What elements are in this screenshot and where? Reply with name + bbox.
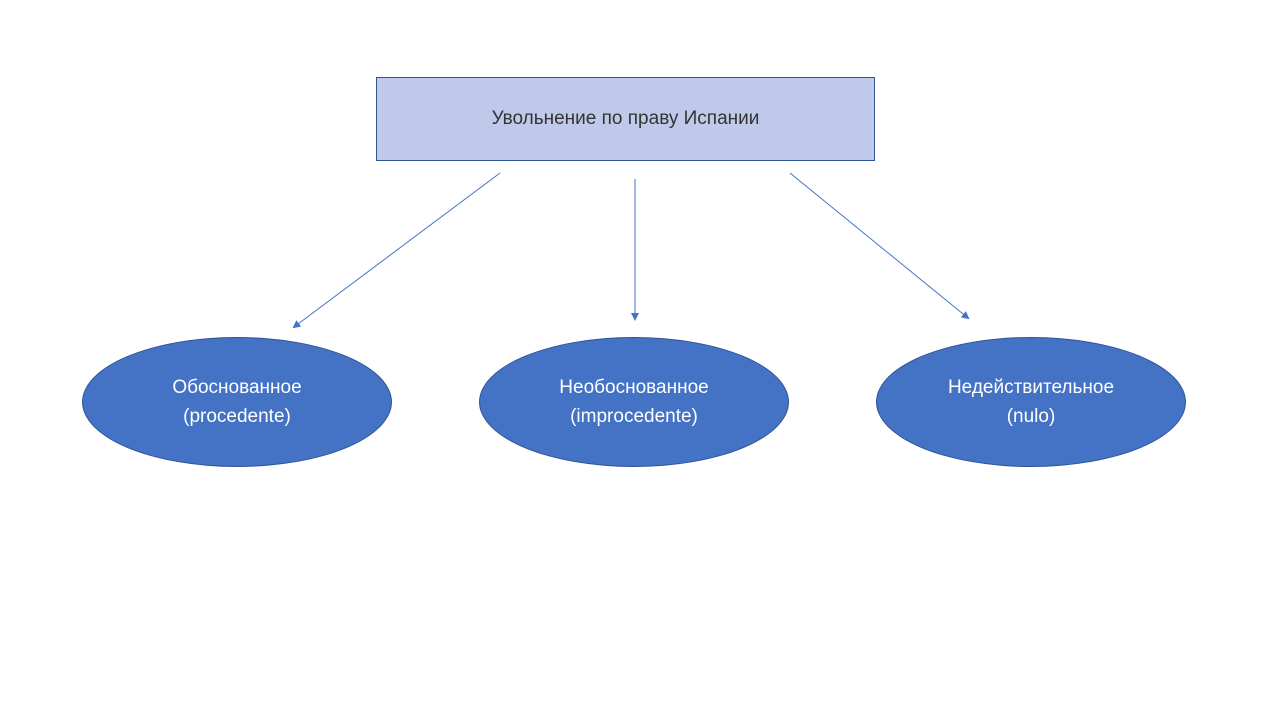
node-procedente: Обоснованное (procedente): [82, 337, 392, 467]
root-node-label: Увольнение по праву Испании: [491, 108, 760, 129]
node-sublabel: (procedente): [183, 406, 291, 427]
node-sublabel: (nulo): [1006, 406, 1056, 427]
root-node: Увольнение по праву Испании: [376, 77, 875, 161]
arrow-to-procedente: [292, 172, 501, 329]
node-label: Необоснованное: [559, 377, 709, 398]
node-nulo: Недействительное (nulo): [876, 337, 1186, 467]
node-label: Недействительное: [947, 377, 1115, 398]
node-improcedente: Необоснованное (improcedente): [479, 337, 789, 467]
arrow-to-nulo: [789, 172, 970, 320]
node-label: Обоснованное: [172, 377, 302, 398]
node-sublabel: (improcedente): [570, 406, 698, 427]
